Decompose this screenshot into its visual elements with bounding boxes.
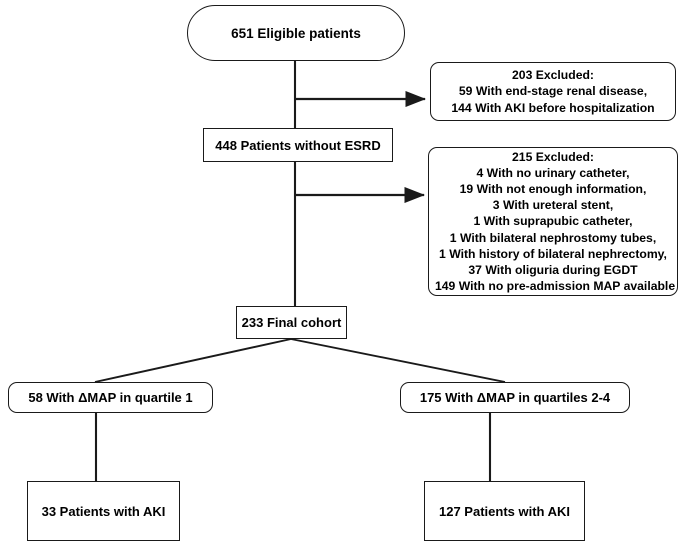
node-eligible-patients: 651 Eligible patients [187, 5, 405, 61]
node-aki-quartile-1-label: 33 Patients with AKI [41, 503, 166, 519]
node-excluded-second-line-7: 1 With history of bilateral nephrectomy, [439, 246, 667, 261]
node-excluded-second: 215 Excluded: 4 With no urinary catheter… [428, 147, 678, 296]
node-excluded-second-line-2: 4 With no urinary catheter, [476, 165, 630, 180]
node-excluded-second-line-3: 19 With not enough information, [459, 182, 647, 196]
node-excluded-second-line-9: 149 With no pre-admission MAP available [435, 279, 676, 294]
node-aki-quartiles-2-4-label: 127 Patients with AKI [439, 503, 570, 519]
node-excluded-first-lines: 203 Excluded: 59 With end-stage renal di… [431, 63, 675, 121]
node-excluded-first-line-3: 144 With AKI before hospitalization [451, 100, 655, 115]
node-excluded-second-line-1: 215 Excluded: [512, 149, 594, 164]
node-excluded-second-line-5: 1 With suprapubic catheter, [473, 214, 633, 229]
node-final-cohort-label: 233 Final cohort [241, 315, 342, 330]
node-aki-quartiles-2-4: 127 Patients with AKI [424, 481, 585, 541]
node-excluded-second-line-6: 1 With bilateral nephrostomy tubes, [449, 230, 657, 245]
node-excluded-first: 203 Excluded: 59 With end-stage renal di… [430, 62, 676, 121]
node-patients-without-esrd: 448 Patients without ESRD [203, 128, 393, 162]
connector-final-cohort-to-quartile-1 [94, 338, 292, 383]
node-aki-quartile-1: 33 Patients with AKI [27, 481, 180, 541]
node-excluded-first-line-2: 59 With end-stage renal disease, [458, 84, 648, 99]
node-excluded-second-line-4: 3 With ureteral stent, [492, 198, 614, 213]
node-quartiles-2-4: 175 With ΔMAP in quartiles 2-4 [400, 382, 630, 413]
node-quartiles-2-4-label: 175 With ΔMAP in quartiles 2-4 [419, 390, 611, 405]
node-eligible-patients-label: 651 Eligible patients [231, 25, 361, 41]
node-quartile-1-label: 58 With ΔMAP in quartile 1 [28, 390, 193, 405]
connector-final-cohort-to-quartile-24 [290, 338, 506, 383]
node-quartile-1: 58 With ΔMAP in quartile 1 [8, 382, 213, 413]
node-excluded-second-lines: 215 Excluded: 4 With no urinary catheter… [429, 145, 677, 299]
node-excluded-first-line-1: 203 Excluded: [512, 67, 594, 82]
node-patients-without-esrd-label: 448 Patients without ESRD [215, 137, 381, 153]
node-excluded-second-line-8: 37 With oliguria during EGDT [468, 263, 638, 278]
node-final-cohort: 233 Final cohort [236, 306, 347, 339]
